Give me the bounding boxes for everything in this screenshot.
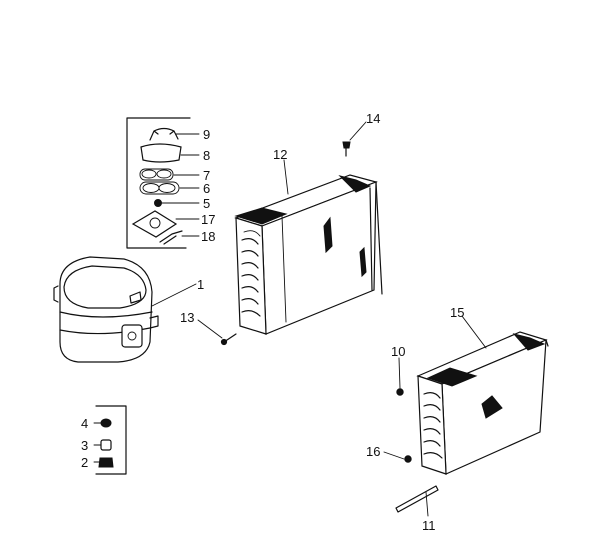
callout-11: 11 (422, 518, 436, 533)
washer-part-6b (158, 183, 176, 193)
cap-part-4 (100, 418, 112, 428)
callout-2: 2 (81, 455, 88, 470)
screw-16 (404, 455, 412, 463)
compressor-part (53, 256, 159, 363)
condenser-12-rear-rail-2 (369, 187, 373, 291)
gasket-cover-part (140, 143, 182, 163)
condenser-15-coil-side (417, 375, 447, 475)
condenser-15-rear-rail (545, 339, 549, 347)
callout-1: 1 (197, 277, 204, 292)
screw-13-head (220, 338, 228, 346)
small-parts-group (126, 117, 191, 249)
callout-4: 4 (81, 416, 88, 431)
washer-part-6a (142, 183, 160, 193)
clip-part (149, 127, 179, 141)
leader-10 (398, 357, 401, 389)
callout-18: 18 (201, 229, 215, 244)
plate-hole (149, 217, 161, 229)
condenser-15 (416, 331, 549, 475)
leader-13 (197, 319, 223, 339)
rod-11 (395, 485, 439, 513)
callout-8: 8 (203, 148, 210, 163)
condenser-12-arrow-mark (323, 216, 333, 254)
compressor-dome (63, 265, 147, 309)
fitting-stack-group (95, 405, 127, 475)
leader-11 (425, 491, 429, 517)
callout-5: 5 (203, 196, 210, 211)
valve-part-3 (100, 439, 112, 451)
leader-12 (283, 159, 289, 195)
condenser-15-band-right (512, 333, 546, 351)
callout-15: 15 (450, 305, 464, 320)
ring-part-7b (156, 169, 172, 179)
screw-14 (342, 141, 351, 149)
compressor-fitting (129, 291, 142, 304)
callout-13: 13 (180, 310, 194, 325)
ring-part-7-outline (139, 168, 174, 181)
hardware (220, 141, 439, 513)
condenser-12-band-left (234, 207, 288, 225)
fitting-box-bracket (95, 405, 127, 475)
condenser-12-coil-loops (241, 230, 261, 317)
leader-lines (93, 121, 487, 517)
condenser-12-end-band-right (338, 175, 372, 193)
triangle-plate-part-17 (131, 210, 178, 238)
callout-14: 14 (366, 111, 380, 126)
condenser-12-fin-line (281, 215, 287, 323)
ball-part-5 (154, 199, 162, 207)
bracket-part-18 (159, 230, 183, 245)
condenser-12-rear-rail (375, 181, 383, 295)
nut-part-2 (98, 457, 114, 468)
compressor-seam (59, 311, 153, 318)
ring-part-7a (141, 169, 157, 179)
condenser-12-coil-side (235, 217, 267, 335)
leader-15 (461, 315, 487, 349)
compressor-left-foot (53, 285, 59, 303)
callout-7: 7 (203, 168, 210, 183)
terminal-box (121, 324, 143, 348)
condenser-12 (234, 174, 383, 335)
condenser-15-arrow-mark (481, 395, 503, 419)
washer-part-6-outline (139, 181, 180, 195)
callout-12: 12 (273, 147, 287, 162)
callout-17: 17 (201, 212, 215, 227)
callout-labels: 9 8 7 6 5 17 18 1 4 3 2 12 14 13 15 10 1… (81, 111, 464, 533)
callout-6: 6 (203, 181, 210, 196)
leader-14 (349, 121, 367, 141)
leader-16 (383, 451, 405, 460)
callout-3: 3 (81, 438, 88, 453)
condenser-15-band (426, 367, 478, 387)
callout-16: 16 (366, 444, 380, 459)
parts-box-bracket (126, 117, 191, 249)
leader-1 (151, 283, 197, 307)
compressor-right-stub (149, 315, 159, 329)
callout-10: 10 (391, 344, 405, 359)
callout-9: 9 (203, 127, 210, 142)
screw-10 (396, 388, 404, 396)
condenser-15-coil-loops (423, 392, 443, 459)
terminal-knob (127, 331, 137, 341)
condenser-12-fin-mark (359, 246, 367, 278)
